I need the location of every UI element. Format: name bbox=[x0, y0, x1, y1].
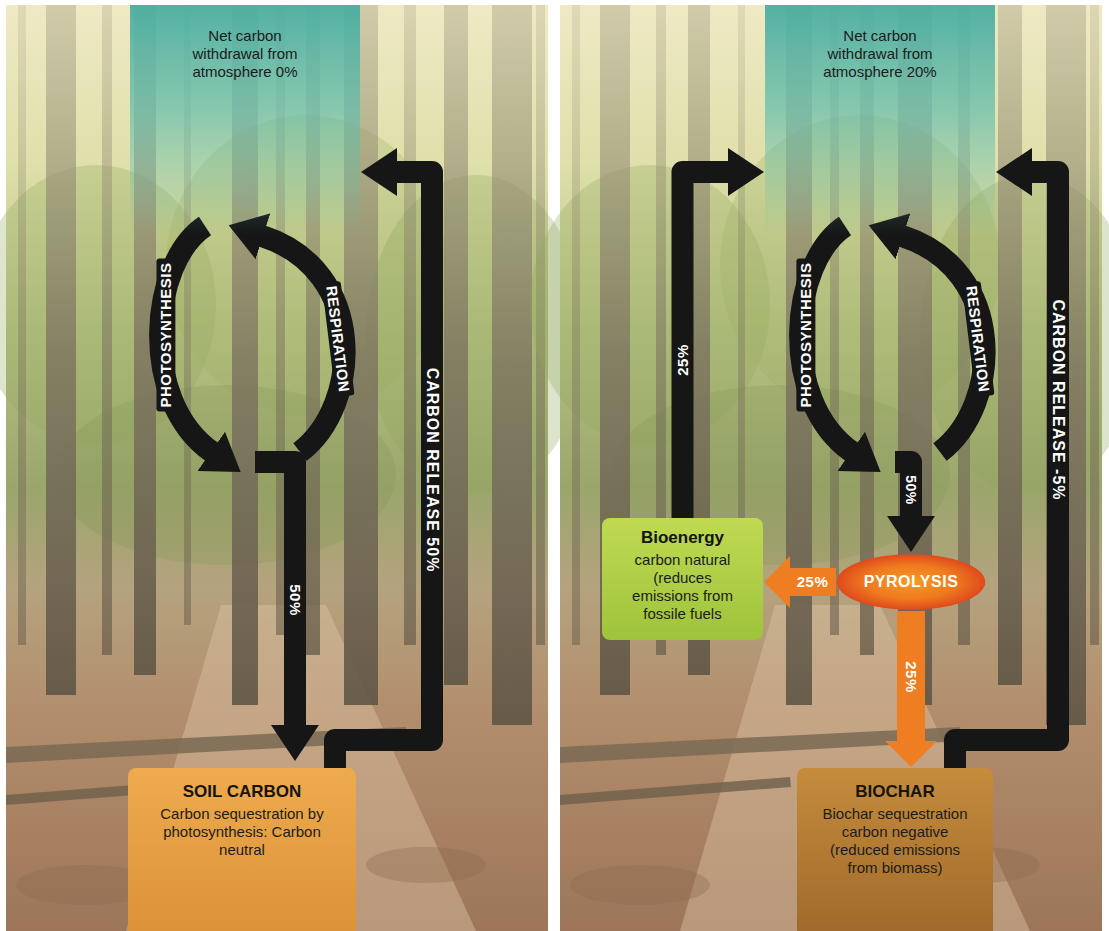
percent-label: 50% bbox=[285, 580, 304, 620]
cycle-arrows bbox=[160, 226, 344, 726]
box-body: carbon natural (reduces emissions from f… bbox=[620, 551, 745, 623]
arrow-label: RESPIRATION bbox=[321, 281, 354, 397]
soil-carbon-box: SOIL CARBON Carbon sequestration by photo… bbox=[128, 768, 356, 931]
connectors bbox=[335, 172, 1058, 768]
percent-label: 50% bbox=[902, 471, 920, 509]
arrow-label: PHOTOSYNTHESIS bbox=[156, 258, 175, 411]
biochar-box: BIOCHAR Biochar sequestration carbon nega… bbox=[797, 768, 993, 931]
box-body: Carbon sequestration by photosynthesis: … bbox=[160, 805, 325, 859]
flow-arrow bbox=[897, 611, 925, 742]
arrow-label: RESPIRATION bbox=[961, 281, 994, 397]
pyrolysis-ellipse: PYROLYSIS bbox=[836, 553, 986, 611]
band-text: Net carbon withdrawal from atmosphere 0% bbox=[178, 27, 313, 81]
arrow-label: PHOTOSYNTHESIS bbox=[796, 258, 815, 411]
box-heading: BIOCHAR bbox=[855, 782, 934, 802]
atmosphere-band: Net carbon withdrawal from atmosphere 0% bbox=[130, 5, 360, 235]
bioenergy-box: Bioenergy carbon natural (reduces emissio… bbox=[602, 518, 763, 640]
flow-arrow bbox=[955, 172, 1058, 768]
atmosphere-band: Net carbon withdrawal from atmosphere 20… bbox=[765, 5, 995, 235]
flow-arrow bbox=[789, 568, 836, 596]
box-body: Biochar sequestration carbon negative (r… bbox=[815, 805, 975, 877]
edge-label: CARBON RELEASE 50% bbox=[422, 364, 442, 577]
ellipse-text: PYROLYSIS bbox=[864, 573, 959, 591]
edge-label: 25% bbox=[793, 572, 833, 591]
box-heading: Bioenergy bbox=[641, 528, 724, 548]
edge-label: 25% bbox=[901, 657, 920, 697]
box-heading: SOIL CARBON bbox=[183, 782, 302, 802]
flow-arrow bbox=[335, 172, 432, 768]
ellipse-shape bbox=[837, 554, 986, 610]
band-text: Net carbon withdrawal from atmosphere 20… bbox=[813, 27, 948, 81]
forest-panel bbox=[0, 5, 586, 931]
edge-label: 25% bbox=[673, 340, 692, 380]
edge-label: CARBON RELEASE -5% bbox=[1048, 295, 1068, 504]
cycle-arrows bbox=[800, 226, 984, 452]
forest-panel bbox=[530, 5, 1109, 931]
